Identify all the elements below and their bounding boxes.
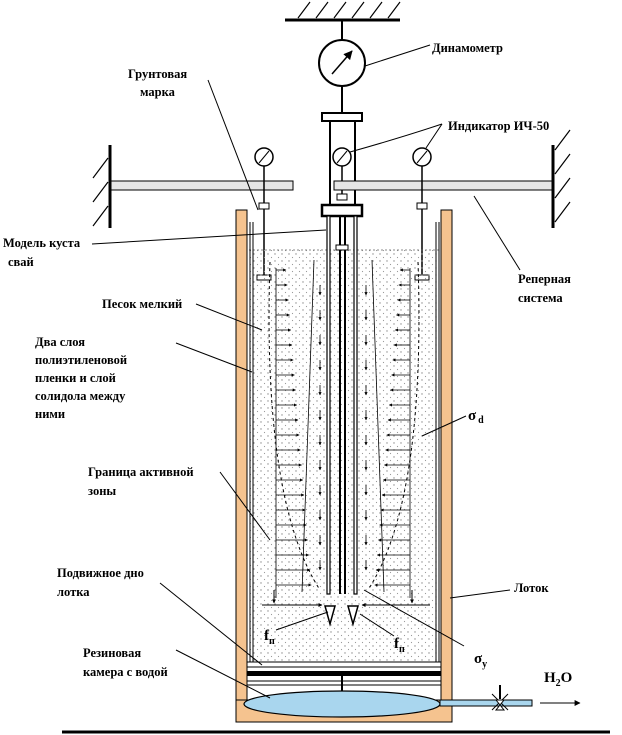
- leader-lines: [91, 44, 521, 699]
- loading-frame: [320, 112, 364, 218]
- label-h2o: H2O: [544, 670, 572, 689]
- label-active-zone-1: Граница активной: [88, 465, 194, 479]
- label-bottom-2: лотка: [57, 585, 90, 599]
- label-sigma-y: σу: [474, 651, 487, 670]
- label-ground-mark-1: Грунтовая: [128, 67, 187, 81]
- dynamometer-gauge: [318, 39, 366, 113]
- label-active-zone-2: зоны: [88, 484, 116, 498]
- label-film-5: ними: [35, 407, 65, 421]
- label-reference-1: Реперная: [518, 272, 571, 286]
- label-film-4: солидола между: [35, 389, 126, 403]
- label-film-3: пленки и слой: [35, 371, 116, 385]
- friction-triangle-right: [371, 259, 385, 593]
- label-f-right: fп: [394, 636, 405, 655]
- label-film-1: Два слоя: [35, 335, 85, 349]
- label-f-left: fп: [264, 628, 275, 647]
- label-pile-group-1: Модель куста: [3, 236, 81, 250]
- label-rubber-2: камера с водой: [83, 665, 168, 679]
- label-film-2: полиэтиленовой: [35, 353, 127, 367]
- label-dynamometer: Динамометр: [432, 41, 503, 55]
- reference-system: [92, 129, 571, 228]
- label-indicator: Индикатор ИЧ-50: [448, 119, 549, 133]
- friction-triangle-left: [301, 259, 315, 593]
- ceiling-support: [285, 1, 401, 40]
- label-reference-2: система: [518, 291, 563, 305]
- pile-tip-triangles: [324, 605, 359, 627]
- water-outlet: [439, 685, 581, 711]
- film-layers: [249, 222, 440, 662]
- label-pile-group-2: свай: [8, 255, 34, 269]
- label-sand: Песок мелкий: [102, 297, 182, 311]
- pile-group-model: [326, 215, 358, 595]
- bottom-pressure-arrows: [262, 590, 430, 607]
- label-ground-mark-2: марка: [140, 85, 176, 99]
- labels: Динамометр Грунтовая марка Индикатор ИЧ-…: [3, 41, 572, 689]
- active-zone-boundary: [268, 261, 420, 591]
- label-rubber-1: Резиновая: [83, 646, 141, 660]
- label-tray: Лоток: [514, 581, 549, 595]
- left-indicator-gauge: [254, 147, 274, 281]
- skin-friction-arrows: [301, 259, 385, 593]
- rubber-chamber: [235, 690, 453, 723]
- label-bottom-1: Подвижное дно: [57, 566, 144, 580]
